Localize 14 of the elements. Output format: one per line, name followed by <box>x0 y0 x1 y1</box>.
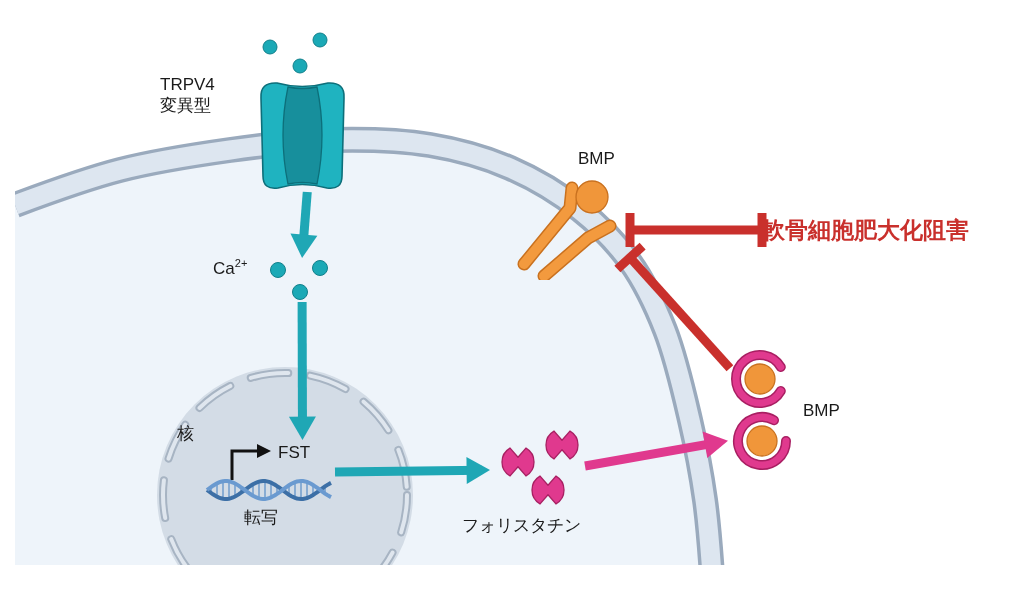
node-caption: TRPV4 変異型 <box>160 74 216 117</box>
inhibition-line <box>625 213 767 247</box>
arrow <box>334 456 490 484</box>
inhibition-line <box>614 242 734 372</box>
arrow <box>584 431 728 471</box>
node-caption: フォリスタチン <box>462 515 581 537</box>
nucleus-label: 核 <box>177 423 194 445</box>
arrow <box>290 191 318 258</box>
gene-label: FST <box>278 442 311 464</box>
node-caption: BMP <box>803 400 840 422</box>
node-caption: 転写 <box>244 507 278 529</box>
node-caption: Ca$^{2+}$ <box>213 258 248 280</box>
node-caption: BMP <box>578 148 615 170</box>
arrow <box>288 302 316 440</box>
